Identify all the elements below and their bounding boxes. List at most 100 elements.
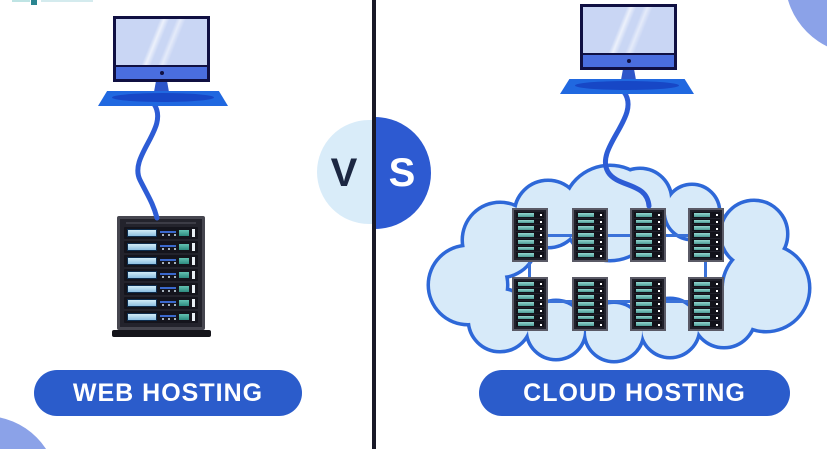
server-unit: [516, 321, 544, 328]
server-unit: [516, 212, 544, 218]
web-hosting-label: WEB HOSTING: [34, 370, 302, 416]
mini-server-rack-icon: [512, 208, 548, 262]
server-unit: [692, 252, 720, 259]
server-unit: [576, 321, 604, 328]
cloud-hosting-label-text: CLOUD HOSTING: [523, 378, 746, 407]
network-link: [608, 300, 630, 303]
mini-server-rack-icon: [688, 277, 724, 331]
server-unit: [576, 252, 604, 259]
server-unit: [124, 297, 198, 309]
server-unit: [124, 269, 198, 281]
server-unit: [576, 218, 604, 225]
server-unit: [692, 238, 720, 245]
server-unit: [516, 225, 544, 232]
server-unit: [692, 314, 720, 321]
server-unit: [634, 212, 662, 218]
server-unit: [692, 301, 720, 307]
server-unit: [692, 225, 720, 232]
corner-blob-top-right: [785, 0, 827, 54]
vs-letter-s: S: [388, 151, 416, 195]
server-unit: [692, 218, 720, 225]
server-unit: [576, 287, 604, 294]
server-unit: [576, 301, 604, 307]
monitor-camera-dot: [159, 71, 164, 75]
server-unit: [576, 281, 604, 287]
network-link: [608, 234, 630, 237]
topleft-cropped-mark-dot: [31, 0, 37, 5]
monitor-stand: [621, 70, 636, 80]
monitor-camera-dot: [626, 59, 631, 63]
divider-line: [372, 0, 376, 449]
server-unit: [124, 241, 198, 253]
server-unit: [124, 255, 198, 267]
server-unit: [516, 301, 544, 307]
server-unit: [634, 252, 662, 259]
server-unit: [634, 294, 662, 301]
mini-server-rack-icon: [512, 277, 548, 331]
server-unit: [692, 287, 720, 294]
network-link: [548, 300, 572, 303]
server-unit: [516, 281, 544, 287]
server-unit: [692, 212, 720, 218]
network-link: [666, 234, 688, 237]
network-link: [704, 261, 707, 278]
vs-letter-v: V: [330, 151, 358, 195]
server-unit: [634, 314, 662, 321]
topleft-cropped-mark: [12, 0, 30, 2]
mini-server-rack-icon: [630, 277, 666, 331]
network-link: [666, 300, 688, 303]
mini-server-rack-icon: [572, 208, 608, 262]
server-unit: [692, 294, 720, 301]
server-unit: [634, 301, 662, 307]
server-unit: [516, 287, 544, 294]
server-unit: [634, 218, 662, 225]
server-unit: [692, 307, 720, 314]
server-rack-base: [112, 330, 211, 337]
server-unit: [634, 307, 662, 314]
server-unit: [692, 232, 720, 238]
server-unit: [576, 225, 604, 232]
web-hosting-label-text: WEB HOSTING: [72, 378, 264, 407]
server-unit: [692, 245, 720, 252]
server-unit: [576, 307, 604, 314]
server-unit: [516, 314, 544, 321]
topleft-cropped-mark: [41, 0, 93, 2]
mini-server-rack-icon: [630, 208, 666, 262]
server-unit: [634, 321, 662, 328]
server-unit: [576, 232, 604, 238]
monitor-screen: [116, 19, 207, 67]
server-unit: [516, 252, 544, 259]
server-unit: [124, 283, 198, 295]
cable-left: [135, 101, 161, 221]
mini-server-rack-icon: [688, 208, 724, 262]
server-unit: [634, 238, 662, 245]
server-rack-icon: [117, 216, 205, 330]
server-unit: [516, 294, 544, 301]
server-unit: [692, 321, 720, 328]
server-unit: [576, 314, 604, 321]
monitor-base: [98, 91, 228, 106]
server-unit: [576, 245, 604, 252]
network-link: [528, 261, 531, 278]
server-unit: [634, 245, 662, 252]
server-unit: [124, 311, 198, 323]
monitor-base: [560, 79, 694, 94]
server-unit: [516, 245, 544, 252]
server-unit: [516, 218, 544, 225]
server-unit: [634, 281, 662, 287]
server-unit: [576, 294, 604, 301]
cloud-hosting-label: CLOUD HOSTING: [479, 370, 790, 416]
monitor-stand: [154, 82, 169, 92]
corner-blob-bottom-left: [0, 416, 58, 449]
rack-vent: [126, 222, 196, 224]
vs-badge: V S: [317, 117, 431, 229]
server-unit: [576, 212, 604, 218]
desktop-computer-icon-left: [113, 16, 210, 82]
desktop-computer-icon-right: [580, 4, 677, 70]
network-link: [548, 234, 572, 237]
server-unit: [516, 238, 544, 245]
cable-right: [603, 89, 652, 209]
server-unit: [634, 287, 662, 294]
server-unit: [576, 238, 604, 245]
